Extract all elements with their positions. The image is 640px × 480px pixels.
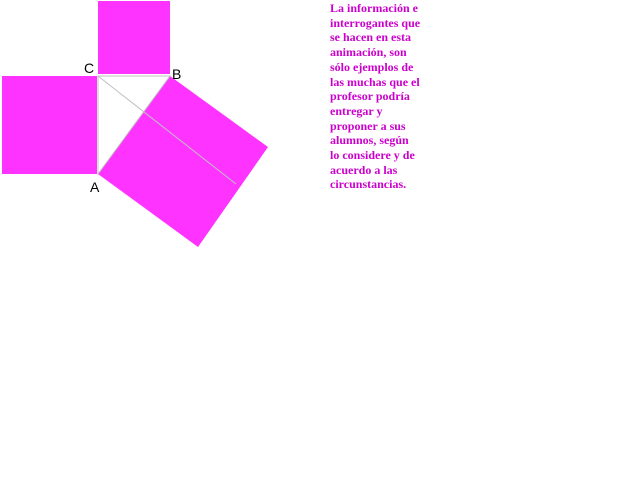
square-on-leg-cb xyxy=(98,1,170,74)
note-line: profesor podría xyxy=(330,89,410,104)
note-line: interrogantes que xyxy=(330,15,421,30)
explanatory-note: La información e interrogantes que se ha… xyxy=(330,1,440,192)
guide-line xyxy=(97,75,237,185)
vertex-label-c: C xyxy=(84,60,94,76)
note-line: circunstancias. xyxy=(330,177,407,192)
vertex-label-b: B xyxy=(172,66,181,82)
vertex-label-a: A xyxy=(90,179,100,195)
square-on-leg-ca xyxy=(2,76,97,174)
note-line: La información e xyxy=(330,1,418,15)
note-line: sólo ejemplos de xyxy=(330,59,414,74)
note-line: se hacen en esta xyxy=(330,30,411,45)
note-line: lo considere y de xyxy=(330,148,415,163)
note-line: entregar y xyxy=(330,103,383,118)
square-on-hypotenuse-ab xyxy=(98,76,268,247)
note-line: alumnos, según xyxy=(330,133,409,148)
note-line: acuerdo a las xyxy=(330,162,398,177)
note-line: animación, son xyxy=(330,45,407,60)
right-triangle-abc xyxy=(97,75,171,176)
note-line: proponer a sus xyxy=(330,118,406,133)
note-line: las muchas que el xyxy=(330,74,420,89)
